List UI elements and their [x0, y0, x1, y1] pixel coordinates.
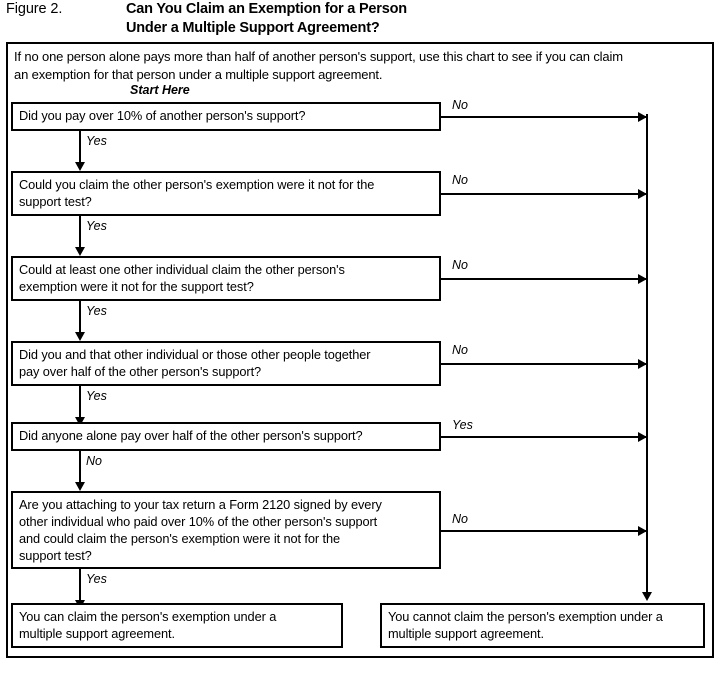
decision-box-q6: Are you attaching to your tax return a F…: [11, 491, 441, 569]
arrowhead-q1-down: [75, 162, 85, 171]
figure-number: Figure 2.: [6, 1, 63, 17]
decision-box-q2: Could you claim the other person's exemp…: [11, 171, 441, 216]
decision-box-q3-line-2: exemption were it not for the support te…: [19, 279, 254, 294]
arrowhead-right-spine-down: [642, 592, 652, 601]
outcome-box-can-claim-line-1: You can claim the person's exemption und…: [19, 609, 277, 624]
branch-label-q6-right: No: [452, 512, 468, 526]
connector-q6-down: [79, 569, 81, 605]
branch-label-q2-right: No: [452, 173, 468, 187]
arrowhead-q6-right: [638, 526, 647, 536]
branch-label-q6-down: Yes: [86, 572, 107, 586]
branch-label-q5-right: Yes: [452, 418, 473, 432]
decision-box-q1: Did you pay over 10% of another person's…: [11, 102, 441, 131]
outcome-box-can-claim: You can claim the person's exemption und…: [11, 603, 343, 648]
branch-label-q3-down: Yes: [86, 304, 107, 318]
decision-box-q3: Could at least one other individual clai…: [11, 256, 441, 301]
start-here-label: Start Here: [130, 83, 190, 97]
decision-box-q6-line-4: support test?: [19, 548, 92, 563]
decision-box-q4-line-1: Did you and that other individual or tho…: [19, 347, 371, 362]
arrowhead-q5-down: [75, 482, 85, 491]
arrowhead-q1-right: [638, 112, 647, 122]
decision-box-q5: Did anyone alone pay over half of the ot…: [11, 422, 441, 451]
connector-q2-down: [79, 216, 81, 252]
decision-box-q6-line-2: other individual who paid over 10% of th…: [19, 514, 378, 529]
branch-label-q5-down: No: [86, 454, 102, 468]
intro-line-2: an exemption for that person under a mul…: [14, 67, 383, 82]
branch-label-q1-down: Yes: [86, 134, 107, 148]
decision-box-q2-line-1: Could you claim the other person's exemp…: [19, 177, 375, 192]
branch-label-q2-down: Yes: [86, 219, 107, 233]
connector-q1-down: [79, 131, 81, 167]
arrowhead-q2-right: [638, 189, 647, 199]
decision-box-q6-line-3: and could claim the person's exemption w…: [19, 531, 341, 546]
decision-box-q2-line-2: support test?: [19, 194, 92, 209]
connector-q3-right: [441, 278, 646, 280]
connector-q6-right: [441, 530, 646, 532]
connector-q1-right: [441, 116, 646, 118]
decision-box-q5-line-1: Did anyone alone pay over half of the ot…: [19, 428, 363, 443]
branch-label-q4-right: No: [452, 343, 468, 357]
figure-title-line-2: Under a Multiple Support Agreement?: [126, 20, 380, 36]
outcome-box-cannot-claim-line-1: You cannot claim the person's exemption …: [388, 609, 663, 624]
connector-q5-right: [441, 436, 646, 438]
branch-label-q4-down: Yes: [86, 389, 107, 403]
connector-q3-down: [79, 301, 81, 337]
decision-box-q4: Did you and that other individual or tho…: [11, 341, 441, 386]
arrowhead-q3-right: [638, 274, 647, 284]
intro-text: If no one person alone pays more than ha…: [14, 48, 704, 84]
connector-q4-right: [441, 363, 646, 365]
arrowhead-q5-right: [638, 432, 647, 442]
connector-q2-right: [441, 193, 646, 195]
connector-right-spine: [646, 114, 648, 592]
figure-title-line-1: Can You Claim an Exemption for a Person: [126, 1, 407, 17]
outcome-box-cannot-claim-line-2: multiple support agreement.: [388, 626, 544, 641]
arrowhead-q4-down: [75, 417, 85, 426]
connector-q5-down: [79, 451, 81, 487]
arrowhead-q3-down: [75, 332, 85, 341]
decision-box-q6-line-1: Are you attaching to your tax return a F…: [19, 497, 382, 512]
connector-q4-down: [79, 386, 81, 422]
decision-box-q3-line-1: Could at least one other individual clai…: [19, 262, 345, 277]
figure-title: Can You Claim an Exemption for a Person …: [126, 0, 646, 38]
branch-label-q3-right: No: [452, 258, 468, 272]
outcome-box-can-claim-line-2: multiple support agreement.: [19, 626, 175, 641]
branch-label-q1-right: No: [452, 98, 468, 112]
arrowhead-q2-down: [75, 247, 85, 256]
arrowhead-q4-right: [638, 359, 647, 369]
decision-box-q1-line-1: Did you pay over 10% of another person's…: [19, 108, 306, 123]
outcome-box-cannot-claim: You cannot claim the person's exemption …: [380, 603, 705, 648]
intro-line-1: If no one person alone pays more than ha…: [14, 49, 623, 64]
decision-box-q4-line-2: pay over half of the other person's supp…: [19, 364, 262, 379]
